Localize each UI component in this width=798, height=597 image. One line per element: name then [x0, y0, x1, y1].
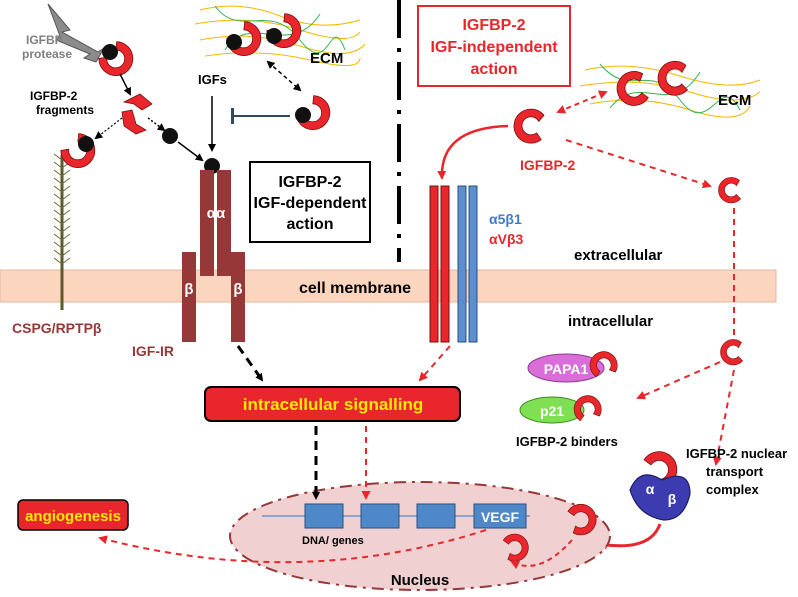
igf-ir-label: IGF-IR — [132, 343, 174, 359]
igf-ir-receptor — [182, 170, 245, 342]
independent-box-line1: IGFBP-2 — [462, 17, 525, 34]
ecm-to-igfbp2-double-arrow — [266, 60, 302, 92]
gene-box-vegf — [473, 503, 527, 529]
papa1-protein — [527, 353, 605, 383]
nuclear-transport-label-line2: transport — [706, 464, 764, 479]
intracellular-signalling-label: intracellular signalling — [243, 395, 423, 414]
nucleus-label: Nucleus — [391, 572, 449, 589]
protease-to-fragment-arrow — [119, 73, 131, 96]
papa1-label: PAPA1 — [544, 361, 589, 377]
igf-protease-target — [102, 44, 118, 60]
independent-box-line2: IGF-independent — [430, 39, 558, 56]
fragment-to-igf-arrow — [147, 117, 166, 132]
igfbp2-to-integrin-arrow — [437, 124, 509, 180]
dependent-box-line1: IGFBP-2 — [278, 174, 341, 191]
igf-dependent-box — [249, 161, 371, 243]
igfbp2-ecm-right-1 — [609, 64, 658, 113]
angiogenesis-label: angiogenesis — [25, 508, 121, 525]
ecm-left-label: ECM — [310, 50, 343, 67]
extracellular-label: extracellular — [574, 247, 663, 264]
independent-box-line3: action — [470, 61, 517, 78]
igfbp2-red-label: IGFBP-2 — [520, 157, 575, 173]
intracellular-signalling-box — [204, 386, 461, 422]
igfbp-protease-label-line1: IGFBP — [26, 33, 63, 47]
igfbp-protease-label-line2: protease — [22, 47, 72, 61]
nt-beta-label: β — [668, 491, 677, 507]
nuclear-transport-label-line3: complex — [706, 482, 760, 497]
igfbp2-ecm-right-2 — [651, 55, 698, 102]
igfs-label: IGFs — [198, 72, 227, 87]
p21-label: p21 — [540, 403, 564, 419]
igf-free — [162, 128, 178, 144]
cell-membrane — [0, 269, 777, 303]
binders-label: IGFBP-2 binders — [516, 434, 618, 449]
igfbp2-fragment-top — [122, 93, 153, 111]
igfbp2-fragments-label-line2: fragments — [36, 103, 94, 117]
cspg-rptpb-receptor — [53, 153, 71, 310]
igfbp2-to-transport-arrow — [712, 369, 735, 466]
nt-alpha-label: α — [646, 481, 655, 497]
igfbp2-to-binders-arrow — [636, 361, 721, 400]
cell-membrane-label: cell membrane — [299, 280, 411, 297]
nuclear-transport-label-line1: IGFBP-2 nuclear — [686, 446, 787, 461]
igfbp2-p21-bound — [568, 389, 607, 429]
integrin-a5b1-label: α5β1 — [489, 211, 522, 227]
dependent-box-line2: IGF-dependent — [254, 195, 368, 212]
integrin-avb3-label: αVβ3 — [489, 231, 523, 247]
vegf-to-angiogenesis-arrow — [98, 529, 487, 564]
protease-lightning-icon — [47, 3, 105, 63]
transport-to-nucleus-arrow — [598, 523, 662, 550]
igf-on-cspg — [78, 136, 94, 152]
gene-box-2 — [360, 503, 400, 529]
igfbp2-intracellular — [715, 334, 751, 370]
igf-to-receptor-arrow — [177, 141, 204, 162]
nucleus-igfbp2-to-vegf-arrow — [510, 539, 573, 570]
dependent-box-line3: action — [286, 216, 333, 233]
p21-protein — [519, 396, 585, 424]
ecm-right-label: ECM — [718, 92, 751, 109]
angiogenesis-box — [17, 499, 129, 531]
gene-box-3 — [416, 503, 456, 529]
alpha-alpha-label: αα — [207, 205, 226, 222]
igf-inhibitor-bound — [295, 107, 311, 123]
dna-genes-label: DNA/ genes — [302, 535, 364, 547]
igf-ir-to-signalling-arrow — [236, 345, 264, 382]
igfbp2-protease-target — [94, 36, 139, 81]
igf-ecm-left-1 — [226, 34, 242, 50]
igfbp2-crossing — [713, 172, 749, 208]
cspg-label: CSPG/RPTPβ — [12, 320, 102, 336]
fragment-to-cspg-arrow — [94, 117, 123, 140]
igf-independent-box — [417, 5, 571, 87]
igfbp2-fragment-bottom — [121, 109, 147, 135]
gene-box-1 — [304, 503, 344, 529]
integrin-receptors — [429, 185, 478, 343]
vegf-label: VEGF — [481, 509, 520, 525]
igfbp2-free — [508, 104, 553, 149]
integrin-to-signalling-arrow — [418, 345, 451, 382]
igfbp2-to-cytoplasm-arrow — [565, 139, 712, 189]
beta-left-label: β — [184, 281, 193, 298]
igf-ecm-left-2 — [266, 28, 282, 44]
beta-right-label: β — [233, 281, 242, 298]
igfbp2-fragments-label-line1: IGFBP-2 — [30, 89, 78, 103]
intracellular-label: intracellular — [568, 313, 653, 330]
nuclear-transport-complex — [629, 443, 691, 521]
